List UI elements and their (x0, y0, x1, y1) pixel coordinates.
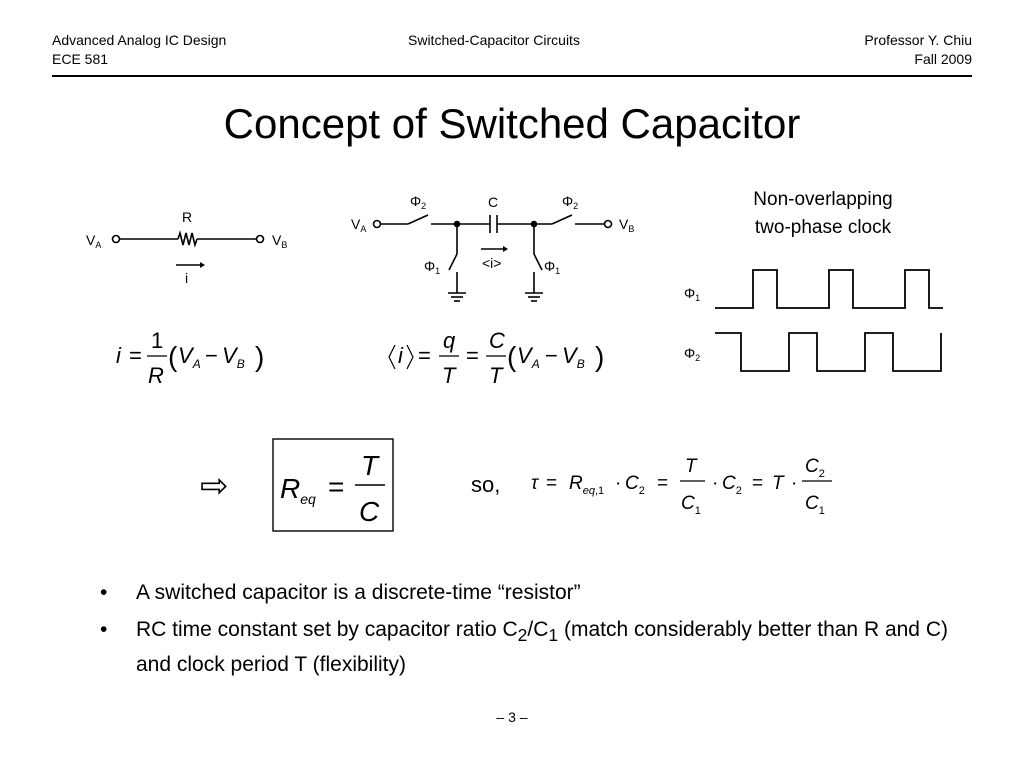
eq2-vb: VB (562, 343, 585, 371)
tau-t: T (772, 473, 785, 494)
header-left: Advanced Analog IC Design ECE 581 (52, 31, 226, 69)
va-label: VA (86, 232, 101, 250)
tau-symbol: τ (531, 473, 540, 494)
so-label: so, (471, 472, 500, 497)
phi1-left-label: Φ1 (424, 258, 440, 276)
resistor-symbol (177, 230, 198, 248)
eq2-equals1: = (418, 343, 431, 368)
vb-terminal (255, 234, 265, 244)
tau-dot3: · (791, 473, 797, 494)
eq1-lhs: i (116, 343, 122, 368)
eq1-numerator: 1 (151, 328, 163, 353)
header-divider (52, 75, 972, 77)
eq1-lparen: ( (168, 341, 178, 372)
eq2-lparen: ( (507, 341, 517, 372)
eq2-va: VA (517, 343, 540, 371)
bullet-marker: • (100, 581, 108, 604)
resistor-circuit (111, 230, 265, 268)
eq2-equals2: = (466, 343, 479, 368)
tau-f1-den: C1 (681, 493, 701, 517)
i-label: i (185, 270, 188, 286)
tau-c2a: C2 (625, 473, 645, 497)
equation-req: Req = T C (280, 450, 385, 527)
tau-req: Req,1 (569, 473, 604, 497)
bullet-marker: • (100, 618, 108, 641)
eq2-t1: T (442, 363, 457, 388)
equation-average-current: i = q T = C T ( VA − VB ) (388, 328, 604, 388)
course-number: ECE 581 (52, 51, 109, 67)
tau-equals1: = (546, 473, 557, 494)
implies-arrow-icon: ⇨ (200, 467, 229, 505)
eq2-rparen: ) (595, 341, 604, 372)
va-terminal (111, 234, 121, 244)
semester: Fall 2009 (914, 51, 972, 67)
tau-f2-num: C2 (805, 456, 825, 480)
phi1-waveform (715, 269, 943, 309)
sc-vb-terminal (603, 219, 613, 229)
eq1-denominator: R (148, 363, 164, 388)
eq1-minus: − (205, 343, 218, 368)
phi2-right-label: Φ2 (562, 193, 578, 211)
equation-tau: τ = Req,1 · C2 = T C1 · C2 = T · C2 C1 (531, 456, 832, 517)
tau-dot1: · (615, 473, 621, 494)
bullet-text: RC time constant set by capacitor ratio … (136, 618, 948, 677)
switch-phi2-left (407, 214, 429, 225)
r-label: R (182, 209, 192, 225)
phi1-right-label: Φ1 (544, 258, 560, 276)
tau-dot2: · (712, 473, 718, 494)
eq1-equals: = (129, 343, 142, 368)
resistor-labels: VA VB R i (86, 209, 287, 286)
course-title: Advanced Analog IC Design (52, 32, 227, 48)
eq2-c: C (489, 328, 505, 353)
phi2-wave-label: Φ2 (684, 345, 700, 363)
tau-f2-den: C1 (805, 493, 825, 517)
bullet-text: A switched capacitor is a discrete-time … (136, 581, 581, 604)
header-topic: Switched-Capacitor Circuits (408, 32, 580, 48)
sc-labels: VA VB Φ2 Φ2 C Φ1 Φ1 <i> (351, 193, 634, 276)
phi2-waveform (715, 332, 942, 372)
clock-title-line2: two-phase clock (755, 217, 892, 238)
sc-va-label: VA (351, 216, 366, 234)
switch-phi1-left (448, 253, 458, 271)
vb-label: VB (272, 232, 287, 250)
eq1-va: VA (178, 343, 201, 371)
sc-circuit (372, 214, 613, 302)
tau-c2b: C2 (722, 473, 742, 497)
eq2-t2: T (489, 363, 504, 388)
clock-diagram: Non-overlapping two-phase clock Φ1 Φ2 (684, 189, 943, 372)
eq2-lhs: i (398, 343, 404, 368)
req-equals: = (328, 471, 344, 502)
eq2-minus: − (545, 343, 558, 368)
tau-f1-num: T (685, 456, 698, 477)
slide-title: Concept of Switched Capacitor (223, 100, 801, 147)
tau-equals3: = (752, 473, 763, 494)
header-right: Professor Y. Chiu Fall 2009 (864, 31, 972, 69)
sc-vb-label: VB (619, 216, 634, 234)
eq1-vb: VB (222, 343, 245, 371)
sc-va-terminal (372, 219, 382, 229)
equation-ohm: i = 1 R ( VA − VB ) (116, 328, 264, 388)
phi1-wave-label: Φ1 (684, 285, 700, 303)
req-box (272, 438, 394, 532)
bullet-item: • RC time constant set by capacitor rati… (100, 615, 980, 680)
eq1-rparen: ) (255, 341, 264, 372)
req-symbol: Req (280, 473, 316, 507)
req-c: C (359, 496, 380, 527)
capacitor-label: C (488, 194, 498, 210)
instructor-name: Professor Y. Chiu (864, 32, 972, 48)
bullet-list: • A switched capacitor is a discrete-tim… (100, 578, 980, 687)
req-t: T (361, 450, 380, 481)
tau-equals2: = (657, 473, 668, 494)
switch-phi1-right (533, 253, 543, 271)
phi2-left-label: Φ2 (410, 193, 426, 211)
switch-phi2-right (551, 214, 573, 225)
page-number: – 3 – (496, 709, 528, 725)
avg-current-label: <i> (482, 255, 501, 271)
clock-title-line1: Non-overlapping (753, 189, 892, 210)
eq2-q: q (443, 328, 456, 353)
bullet-item: • A switched capacitor is a discrete-tim… (100, 578, 980, 608)
